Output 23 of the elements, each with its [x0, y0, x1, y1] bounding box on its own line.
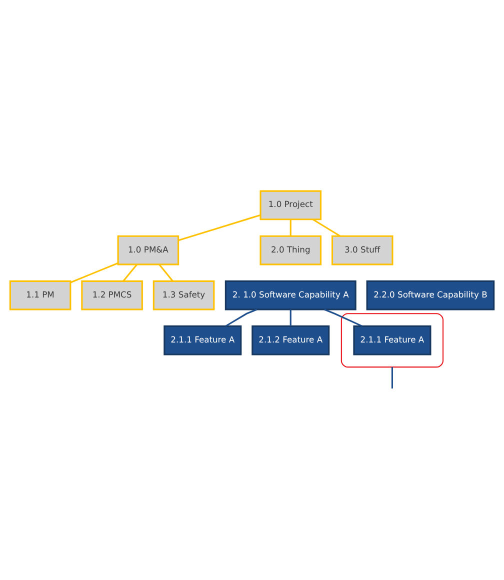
node-box: 2.1.2 Feature A	[252, 325, 330, 356]
node-box: 2.2.0 Software Capability B	[366, 280, 495, 310]
node-box: 2. 1.0 Software Capability A	[224, 280, 356, 310]
node-box: 1.2 PMCS	[81, 280, 143, 310]
connector	[312, 218, 340, 237]
connector	[178, 214, 261, 242]
connector	[391, 367, 393, 388]
connector	[324, 308, 363, 327]
connector	[122, 264, 138, 282]
node-box: 2.0 Thing	[260, 235, 322, 266]
connector	[290, 219, 292, 236]
connector	[290, 310, 292, 326]
node-box: 1.1 PM	[9, 280, 72, 310]
node-box: 2.1.1 Feature A	[353, 325, 432, 356]
node-box: 1.0 PM&A	[117, 235, 180, 266]
node-box: 2.1.1 Feature A	[164, 325, 242, 356]
connector	[225, 308, 258, 327]
node-box: 1.0 Project	[260, 190, 322, 220]
node-box: 1.3 Safety	[152, 280, 215, 310]
connector	[70, 262, 118, 284]
connector	[158, 264, 174, 282]
cluster	[340, 313, 444, 368]
node-box: 3.0 Stuff	[331, 235, 394, 266]
